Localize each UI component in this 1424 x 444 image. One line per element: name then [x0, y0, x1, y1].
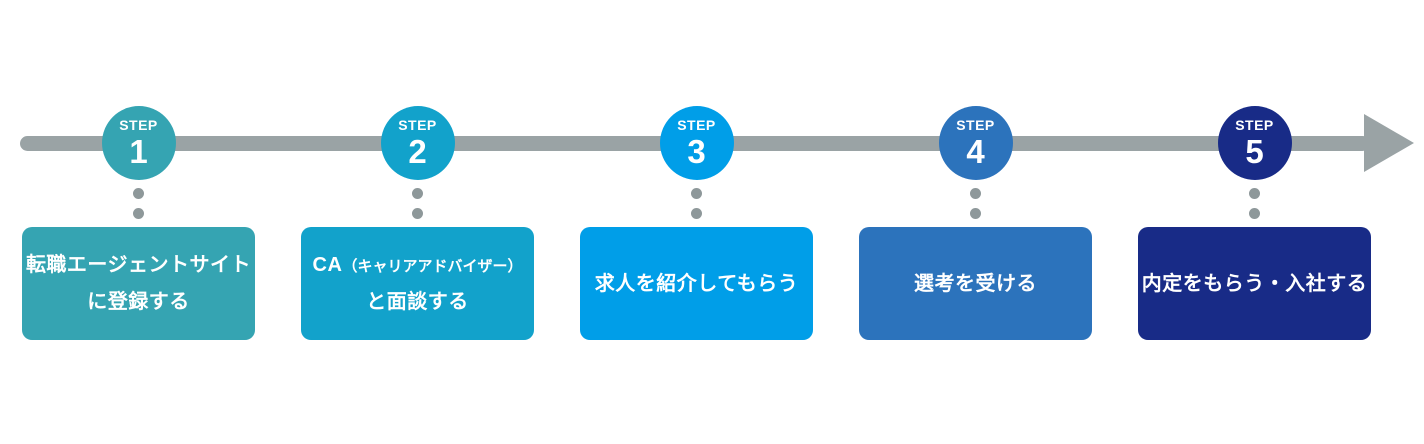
- dot: [691, 188, 702, 199]
- step-2: STEP 2 CA（キャリアアドバイザー） と面談する: [301, 106, 534, 340]
- step-4-badge-label: STEP: [956, 117, 995, 133]
- step-1-badge-label: STEP: [119, 117, 158, 133]
- step-3-card: 求人を紹介してもらう: [580, 227, 813, 340]
- dot: [970, 208, 981, 219]
- step-1-label-line1: 転職エージェントサイト: [25, 254, 252, 276]
- dot: [691, 208, 702, 219]
- step-4-connector-dots: [859, 188, 1092, 219]
- step-4-badge-number: 4: [966, 133, 985, 170]
- dot: [1249, 188, 1260, 199]
- step-2-label-paren: （キャリアアドバイザー）: [342, 258, 523, 275]
- step-1-connector-dots: [22, 188, 255, 219]
- step-3: STEP 3 求人を紹介してもらう: [580, 106, 813, 340]
- step-5-connector-dots: [1138, 188, 1371, 219]
- step-2-badge-number: 2: [408, 133, 427, 170]
- step-1: STEP 1 転職エージェントサイト に登録する: [22, 106, 255, 340]
- step-2-label-line2: と面談する: [366, 291, 469, 313]
- step-5-badge-number: 5: [1245, 133, 1264, 170]
- dot: [412, 188, 423, 199]
- step-4-label: 選考を受ける: [914, 272, 1037, 295]
- step-5-badge: STEP 5: [1217, 106, 1292, 180]
- step-1-label-line2: に登録する: [87, 291, 190, 313]
- step-2-connector-dots: [301, 188, 534, 219]
- step-3-badge: STEP 3: [659, 106, 734, 180]
- dot: [1249, 208, 1260, 219]
- step-1-card: 転職エージェントサイト に登録する: [22, 227, 255, 340]
- step-3-label: 求人を紹介してもらう: [594, 272, 799, 295]
- dot: [133, 208, 144, 219]
- arrow-right-icon: [1364, 114, 1414, 172]
- step-3-badge-number: 3: [687, 133, 706, 170]
- step-3-connector-dots: [580, 188, 813, 219]
- step-5-badge-label: STEP: [1235, 117, 1274, 133]
- step-3-badge-label: STEP: [677, 117, 716, 133]
- step-1-badge: STEP 1: [101, 106, 176, 180]
- step-1-badge-number: 1: [129, 133, 148, 170]
- step-2-label-line1: CA（キャリアアドバイザー）: [313, 255, 523, 275]
- step-2-card: CA（キャリアアドバイザー） と面談する: [301, 227, 534, 340]
- step-5: STEP 5 内定をもらう・入社する: [1138, 106, 1371, 340]
- step-2-badge: STEP 2: [380, 106, 455, 180]
- dot: [970, 188, 981, 199]
- dot: [412, 208, 423, 219]
- step-2-badge-label: STEP: [398, 117, 437, 133]
- step-4-badge: STEP 4: [938, 106, 1013, 180]
- step-4-card: 選考を受ける: [859, 227, 1092, 340]
- step-5-label: 内定をもらう・入社する: [1141, 272, 1368, 295]
- step-5-card: 内定をもらう・入社する: [1138, 227, 1371, 340]
- dot: [133, 188, 144, 199]
- step-2-label-main: CA: [312, 254, 343, 276]
- step-4: STEP 4 選考を受ける: [859, 106, 1092, 340]
